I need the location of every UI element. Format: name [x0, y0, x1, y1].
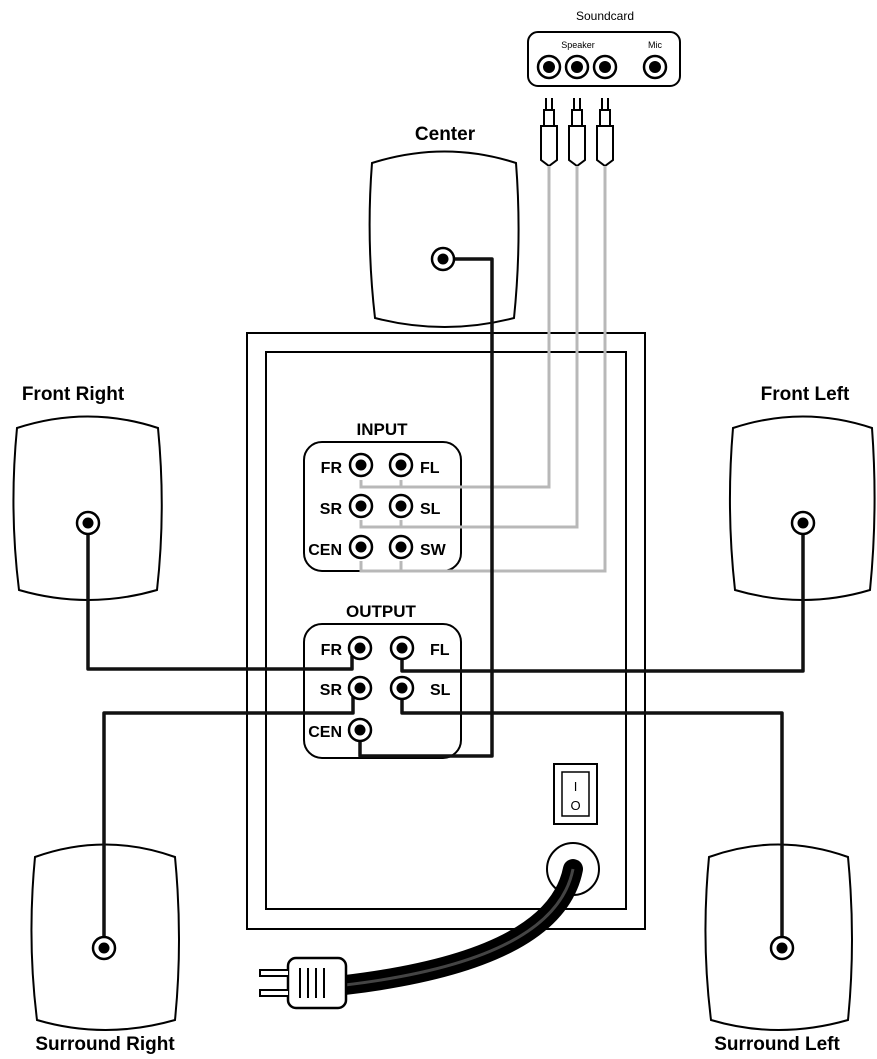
input-label-fl: FL	[420, 460, 440, 477]
front-left-label: Front Left	[761, 384, 850, 405]
output-jack-fl[interactable]	[389, 635, 415, 661]
soundcard-jack[interactable]	[564, 54, 590, 80]
soundcard-mic-jack[interactable]	[642, 54, 668, 80]
surround-right-label: Surround Right	[35, 1034, 175, 1055]
input-label-cen: CEN	[308, 542, 342, 559]
soundcard-jack[interactable]	[592, 54, 618, 80]
input-label-sr: SR	[320, 501, 343, 518]
front-left-speaker-jack[interactable]	[790, 510, 816, 536]
soundcard-mic-label: Mic	[648, 40, 662, 50]
power-off-symbol: O	[570, 798, 580, 813]
input-jack-sl[interactable]	[388, 493, 414, 519]
subwoofer-cabinet	[246, 332, 646, 930]
input-label-sw: SW	[420, 542, 447, 559]
output-jack-fr[interactable]	[347, 635, 373, 661]
output-label-fr: FR	[321, 642, 343, 659]
audio-plug-icon	[596, 98, 614, 168]
input-jack-sr[interactable]	[348, 493, 374, 519]
output-panel-title: OUTPUT	[346, 602, 417, 621]
output-label-sl: SL	[430, 682, 451, 699]
output-jack-cen[interactable]	[347, 717, 373, 743]
center-speaker[interactable]	[368, 150, 520, 328]
output-label-fl: FL	[430, 642, 450, 659]
center-speaker-label: Center	[415, 124, 476, 145]
soundcard-title: Soundcard	[576, 9, 634, 23]
input-panel-title: INPUT	[357, 420, 409, 439]
soundcard-jack[interactable]	[536, 54, 562, 80]
front-left-speaker[interactable]	[728, 415, 876, 601]
surround-left-label: Surround Left	[714, 1034, 840, 1055]
subwoofer-inner-panel	[265, 351, 627, 910]
input-cable-3	[359, 166, 607, 573]
front-right-label: Front Right	[22, 384, 125, 405]
front-left-cable	[400, 523, 805, 673]
surround-right-speaker-jack[interactable]	[91, 935, 117, 961]
output-panel	[303, 623, 462, 759]
input-jack-sw[interactable]	[388, 534, 414, 560]
power-plug-icon	[259, 956, 348, 1010]
soundcard-panel	[527, 31, 681, 87]
center-speaker-jack[interactable]	[430, 246, 456, 272]
surround-right-cable	[102, 696, 355, 948]
front-right-speaker-jack[interactable]	[75, 510, 101, 536]
center-speaker-cable	[358, 257, 494, 758]
input-jack-cen[interactable]	[348, 534, 374, 560]
power-cord	[335, 859, 583, 995]
output-jack-sr[interactable]	[347, 675, 373, 701]
soundcard-speaker-label: Speaker	[561, 40, 595, 50]
output-jack-sl[interactable]	[389, 675, 415, 701]
surround-left-cable	[400, 696, 784, 948]
input-jack-fl[interactable]	[388, 452, 414, 478]
audio-plug-icon	[540, 98, 558, 168]
output-label-cen: CEN	[308, 724, 342, 741]
input-jack-fr[interactable]	[348, 452, 374, 478]
input-label-fr: FR	[321, 460, 343, 477]
output-label-sr: SR	[320, 682, 343, 699]
audio-plug-icon	[568, 98, 586, 168]
input-label-sl: SL	[420, 501, 441, 518]
power-on-symbol: I	[574, 779, 578, 794]
input-cable-1	[359, 166, 551, 489]
front-right-cable	[86, 523, 354, 671]
front-right-speaker[interactable]	[12, 415, 163, 601]
surround-left-speaker-jack[interactable]	[769, 935, 795, 961]
input-cable-2	[359, 166, 579, 529]
power-switch[interactable]: I O	[553, 763, 598, 825]
